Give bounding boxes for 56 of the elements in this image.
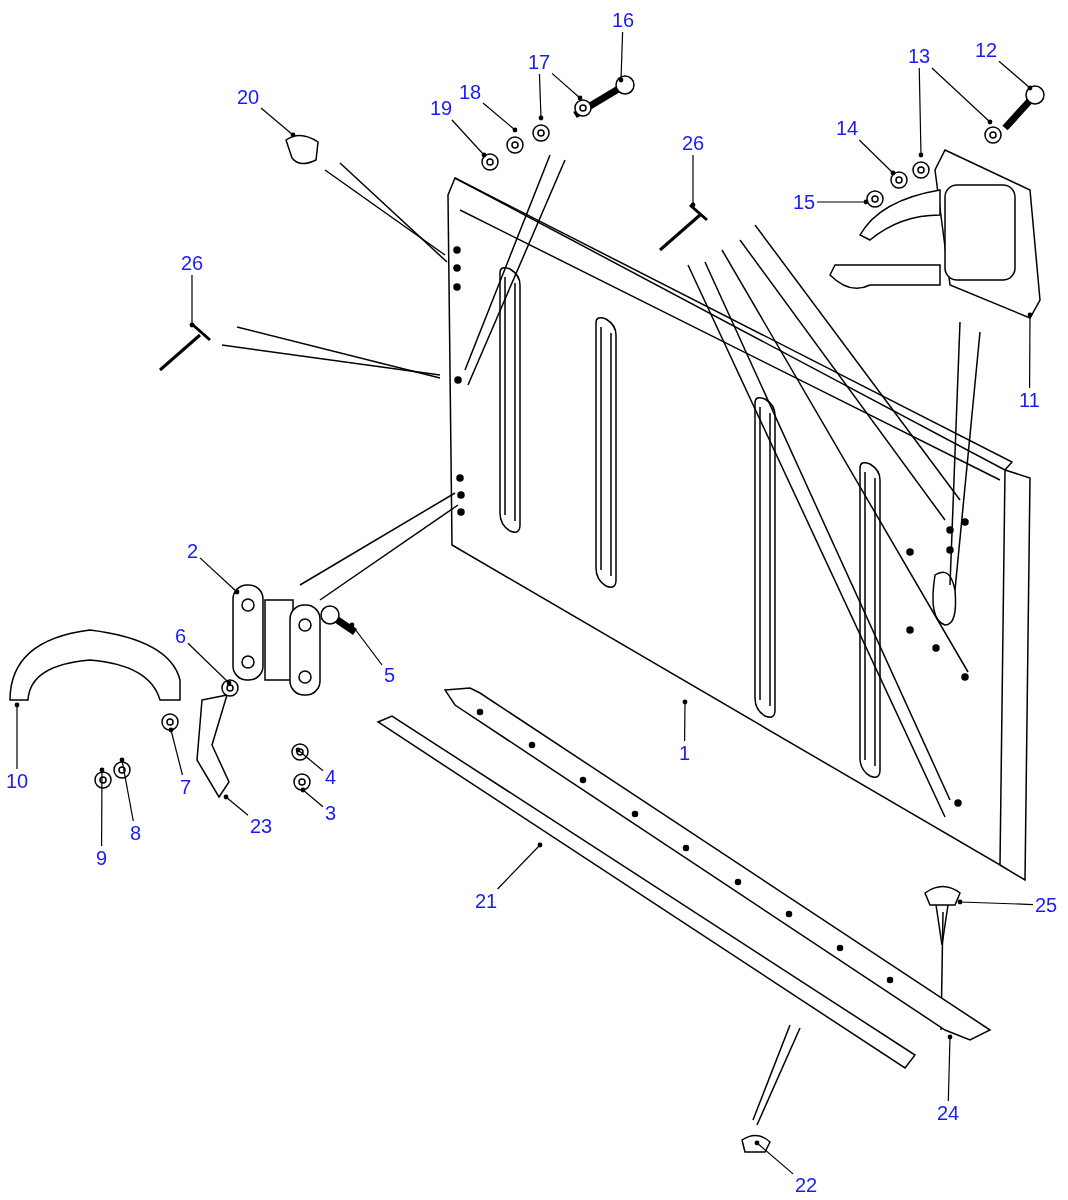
callout-number: 6 — [175, 625, 187, 647]
callout-number: 17 — [528, 51, 551, 73]
leader-line — [295, 747, 324, 772]
callout-number: 18 — [459, 81, 482, 103]
leader-line — [538, 73, 544, 121]
leader-line — [260, 107, 296, 138]
leader-line — [168, 727, 184, 776]
callout-number: 4 — [325, 766, 337, 788]
callout-number: 13 — [908, 45, 931, 67]
leader-line — [482, 102, 518, 133]
callout-number: 25 — [1035, 894, 1058, 916]
callout-number: 26 — [682, 132, 705, 154]
leader-line — [496, 842, 543, 890]
callout-number: 1 — [679, 742, 691, 764]
callout-number: 7 — [180, 776, 192, 798]
callout-number: 10 — [6, 770, 29, 792]
leader-line — [451, 119, 487, 158]
callout-number: 24 — [937, 1102, 960, 1124]
leader-line — [349, 622, 383, 666]
callout-number: 8 — [130, 822, 142, 844]
callout-number: 2 — [187, 540, 199, 562]
leader-line — [551, 72, 583, 101]
leader-line — [300, 787, 324, 808]
leader-line — [918, 67, 924, 158]
leader-line — [690, 154, 696, 208]
leader-line — [618, 31, 624, 83]
callout-number: 20 — [237, 86, 260, 108]
leader-line — [931, 67, 993, 125]
leader-line — [119, 757, 134, 822]
leader-line — [99, 767, 105, 847]
callout-number: 22 — [795, 1174, 818, 1196]
callout-number: 14 — [836, 117, 859, 139]
leader-line — [947, 1034, 953, 1102]
leader-line — [816, 199, 869, 205]
leader-line — [223, 794, 249, 816]
leader-line — [998, 60, 1033, 91]
leader-line — [858, 139, 896, 176]
callout-number: 15 — [793, 191, 816, 213]
callout-number: 9 — [96, 847, 108, 869]
callout-number: 21 — [475, 890, 498, 912]
callout-number: 16 — [612, 9, 635, 31]
leader-line — [957, 899, 1034, 906]
leader-line — [14, 702, 20, 770]
leader-line — [189, 274, 195, 328]
leader-line — [682, 699, 688, 742]
leader-line — [187, 642, 232, 686]
callout-number: 19 — [430, 97, 453, 119]
leader-line — [1027, 312, 1033, 389]
callout-number: 23 — [250, 815, 273, 837]
leader-line — [754, 1140, 794, 1175]
callout-number: 26 — [181, 252, 204, 274]
callout-number: 5 — [384, 664, 396, 686]
callout-number: 3 — [325, 802, 337, 824]
callout-number: 12 — [975, 39, 998, 61]
callout-number: 11 — [1019, 389, 1040, 411]
leader-line — [199, 557, 240, 595]
